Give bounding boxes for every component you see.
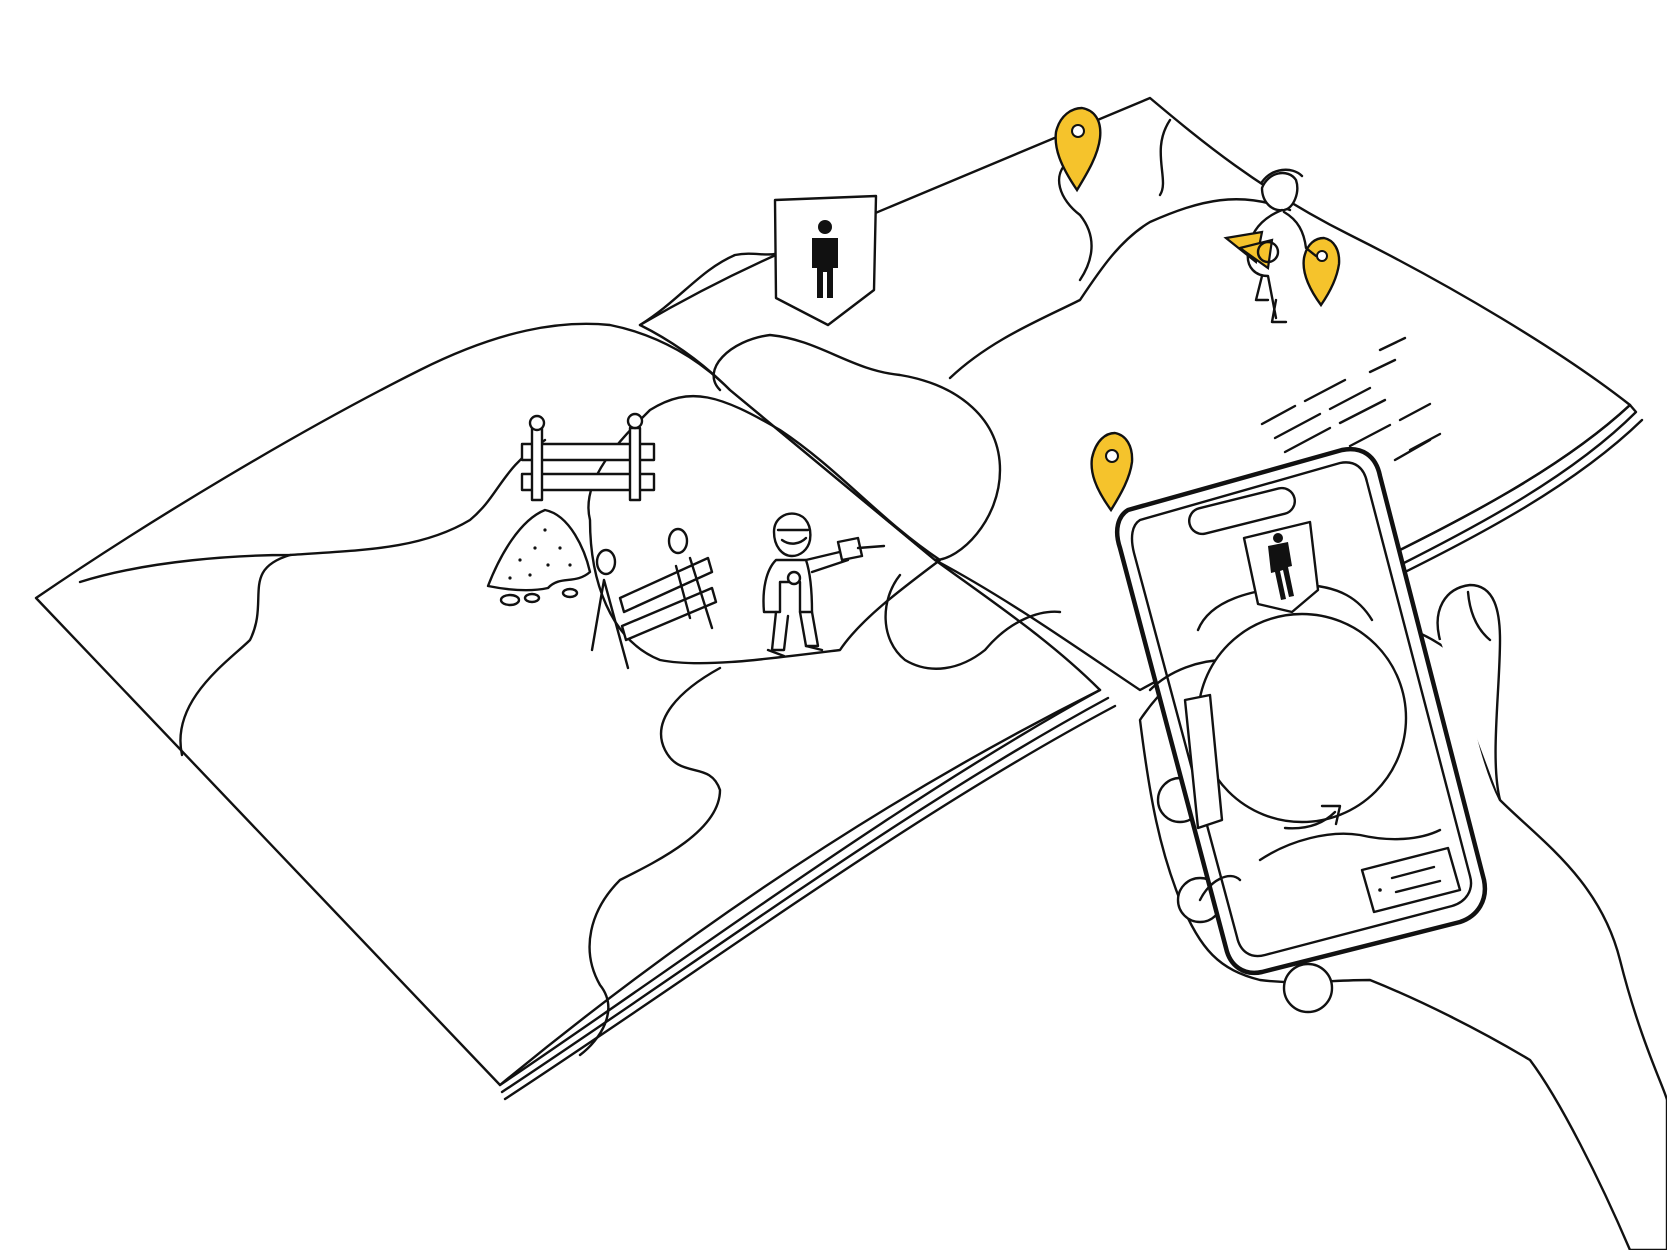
phone-shield-person-icon (1242, 520, 1320, 614)
page-edge-2 (500, 696, 1110, 1094)
terrain-line (78, 438, 547, 584)
road-barrier (520, 412, 656, 502)
shield-person-icon (773, 194, 878, 327)
hatch-marks (1260, 336, 1442, 462)
page-edge-3 (503, 704, 1117, 1101)
worker-figure (762, 512, 886, 658)
page-edge-5 (1393, 418, 1644, 579)
page-edge-1 (498, 688, 1102, 1087)
road-barrier (590, 527, 718, 670)
terrain-line (884, 573, 1062, 670)
terrain-line (179, 553, 292, 757)
phone (1115, 446, 1488, 976)
terrain-line (712, 333, 1002, 562)
route-arrow (1283, 810, 1337, 830)
surveyor-figure (1223, 168, 1318, 324)
map-pin-icon (1090, 431, 1134, 513)
location-radius (1196, 612, 1408, 824)
terrain-line (948, 198, 1292, 380)
map-pin-icon (1054, 106, 1102, 193)
page-edge-4 (1378, 403, 1638, 572)
map-pin-icon (1302, 236, 1341, 308)
terrain-line (1158, 118, 1172, 197)
terrain-line (1058, 158, 1093, 282)
flag-marker (1183, 693, 1224, 830)
list-card-icon (1360, 846, 1462, 914)
gravel-pile (486, 508, 592, 607)
terrain-line (578, 666, 722, 1057)
